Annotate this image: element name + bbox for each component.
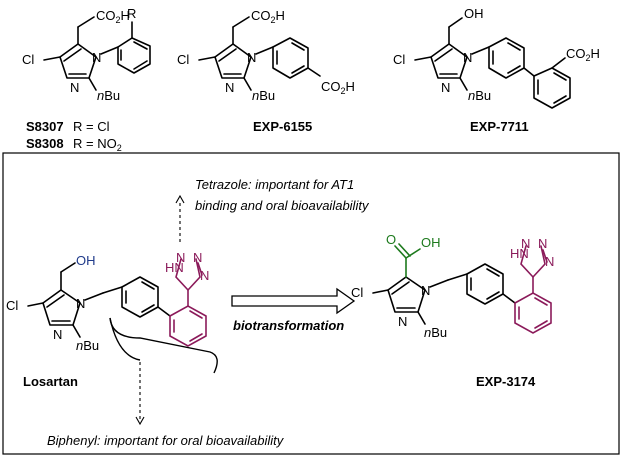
compound-name-losartan: Losartan bbox=[23, 374, 78, 389]
tetrazole-n-label: N bbox=[538, 236, 547, 251]
co2h-label: CO2H bbox=[96, 8, 130, 25]
biphenyl-brace bbox=[109, 317, 218, 374]
cl-label: Cl bbox=[393, 52, 405, 67]
n-label: N bbox=[225, 80, 234, 95]
co2h-label: CO2H bbox=[566, 46, 600, 63]
tetrazole-n-label: N bbox=[521, 236, 530, 251]
arrow-head-icon bbox=[135, 416, 145, 426]
carbonyl-o-label: O bbox=[386, 232, 396, 247]
nbu-label: nBu bbox=[76, 338, 99, 353]
n-label: N bbox=[53, 327, 62, 342]
n-label: N bbox=[70, 80, 79, 95]
n-label: N bbox=[421, 283, 430, 298]
n-label: N bbox=[441, 80, 450, 95]
arrow-head-icon bbox=[175, 194, 185, 204]
r-equals-cl: R = Cl bbox=[73, 119, 110, 134]
n-label: N bbox=[247, 50, 256, 65]
nbu-label: nBu bbox=[97, 88, 120, 103]
nbu-label: nBu bbox=[468, 88, 491, 103]
r-equals-no2: R = NO2 bbox=[73, 136, 122, 153]
oh-label: OH bbox=[76, 253, 96, 268]
oh-label: OH bbox=[464, 6, 484, 21]
highlight-box bbox=[2, 152, 620, 455]
oh-label: OH bbox=[421, 235, 441, 250]
compound-exp-3174: O OH Cl N N nBu HN N N N EXP-3174 bbox=[351, 232, 554, 389]
cl-label: Cl bbox=[351, 285, 363, 300]
compound-name-exp-3174: EXP-3174 bbox=[476, 374, 536, 389]
tetrazole-note-line2: binding and oral bioavailability bbox=[195, 198, 370, 213]
compound-exp-6155: CO2H Cl N N nBu CO2H EXP-6155 bbox=[177, 8, 355, 134]
co2h-label: CO2H bbox=[251, 8, 285, 25]
tetrazole-n-label: N bbox=[193, 250, 202, 265]
reaction-arrow-icon bbox=[231, 287, 356, 315]
compound-exp-7711: OH Cl N N nBu CO2H EXP-7711 bbox=[393, 6, 600, 134]
r-label: R bbox=[127, 6, 136, 21]
n-label: N bbox=[463, 50, 472, 65]
nbu-label: nBu bbox=[252, 88, 275, 103]
biphenyl-brace-lower bbox=[109, 317, 141, 361]
cl-label: Cl bbox=[177, 52, 189, 67]
compound-s8307: CO2H Cl N N nBu R S8307 R = Cl S8308 R =… bbox=[22, 6, 151, 153]
arrow-label: biotransformation bbox=[233, 318, 344, 333]
tetrazole-n-label: N bbox=[200, 268, 209, 283]
tetrazole-hn-label: HN bbox=[165, 260, 184, 275]
compound-name-exp-6155: EXP-6155 bbox=[253, 119, 312, 134]
tetrazole-note-line1: Tetrazole: important for AT1 bbox=[195, 177, 354, 192]
nbu-label: nBu bbox=[424, 325, 447, 340]
n-label: N bbox=[398, 314, 407, 329]
tetrazole-n-label: N bbox=[176, 250, 185, 265]
tetrazole-n-label: N bbox=[545, 254, 554, 269]
n-label: N bbox=[92, 50, 101, 65]
co2h-label: CO2H bbox=[321, 79, 355, 96]
cl-label: Cl bbox=[6, 298, 18, 313]
compound-name-s8308: S8308 bbox=[26, 136, 64, 151]
compound-losartan: OH Cl N N nBu HN N N N Losartan bbox=[6, 250, 209, 389]
n-label: N bbox=[76, 296, 85, 311]
tetrazole-hn-label: HN bbox=[510, 246, 529, 261]
cl-label: Cl bbox=[22, 52, 34, 67]
compound-name-exp-7711: EXP-7711 bbox=[470, 119, 529, 134]
biphenyl-note: Biphenyl: important for oral bioavailabi… bbox=[47, 433, 285, 448]
compound-name-s8307: S8307 bbox=[26, 119, 64, 134]
